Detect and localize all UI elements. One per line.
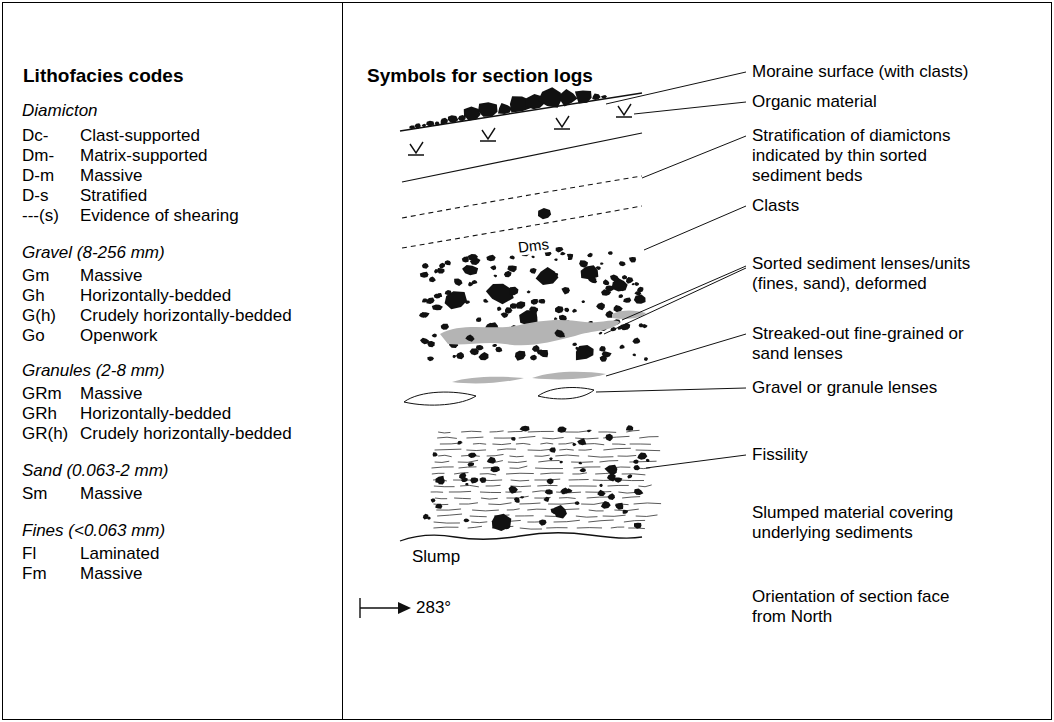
moraine-clast [601, 95, 607, 99]
slump-line [400, 533, 642, 541]
leader-line [604, 268, 746, 334]
code-description: Massive [80, 484, 142, 504]
symbol-description: Slumped material covering underlying sed… [752, 503, 978, 543]
lithofacies-code: Dc- [22, 126, 48, 146]
lithofacies-code: Fm [22, 564, 47, 584]
section-log-symbols [360, 72, 746, 618]
moraine-clast [560, 89, 577, 106]
symbol-description: Streaked-out fine-grained or sand lenses [752, 324, 978, 364]
moraine-clast [498, 103, 512, 114]
code-description: Matrix-supported [80, 146, 208, 166]
arrow-head [398, 602, 411, 614]
orientation-arrow [360, 598, 400, 618]
leader-line [642, 136, 746, 178]
streaked-lens [452, 377, 524, 384]
clast-unit [419, 247, 648, 362]
lithofacies-code: GRh [22, 404, 57, 424]
moraine-clast [426, 121, 434, 126]
moraine-surface [400, 93, 642, 131]
leader-line [634, 102, 746, 114]
symbol-description: Organic material [752, 92, 978, 112]
moraine-clast [448, 115, 458, 122]
category-heading: Granules (2-8 mm) [22, 361, 165, 381]
category-heading: Sand (0.063-2 mm) [22, 461, 168, 481]
code-description: Massive [80, 266, 142, 286]
moraine-clast [575, 91, 592, 104]
moraine-clast [478, 102, 497, 116]
symbol-description: Orientation of section face from North [752, 587, 978, 627]
panel-heading: Symbols for section logs [367, 65, 593, 87]
symbol-description: Stratification of diamictons indicated b… [752, 126, 978, 186]
fissile-unit [423, 425, 661, 531]
facies-tag: Dms [515, 236, 552, 256]
lithofacies-code: Dm- [22, 146, 54, 166]
lithofacies-code: Gm [22, 266, 49, 286]
symbol-description: Sorted sediment lenses/units (fines, san… [752, 254, 978, 294]
moraine-clast [422, 124, 426, 128]
leader-line [646, 455, 746, 468]
code-description: Clast-supported [80, 126, 200, 146]
symbol-description: Fissility [752, 445, 978, 465]
organic-symbol [408, 142, 424, 155]
code-description: Massive [80, 384, 142, 404]
leader-line [606, 72, 746, 104]
lithofacies-code: D-m [22, 166, 54, 186]
code-description: Crudely horizontally-bedded [80, 306, 292, 326]
leader-line [596, 388, 746, 392]
organic-symbol [480, 128, 496, 141]
gravel-lens [404, 392, 476, 405]
lithofacies-code: Fl [22, 544, 36, 564]
code-description: Horizontally-bedded [80, 286, 231, 306]
moraine-clast [538, 87, 561, 107]
lithofacies-code: Sm [22, 484, 48, 504]
lithofacies-code: D-s [22, 186, 48, 206]
category-heading: Diamicton [22, 101, 98, 121]
moraine-clast [592, 94, 601, 100]
lithofacies-code: Go [22, 326, 45, 346]
moraine-clast [435, 122, 440, 126]
category-heading: Gravel (8-256 mm) [22, 243, 165, 263]
lithofacies-code: GR(h) [22, 424, 68, 444]
organic-symbol [554, 116, 570, 129]
clast [538, 208, 551, 219]
leader-line [606, 334, 746, 376]
panel-heading: Lithofacies codes [23, 65, 184, 87]
bearing-value: 283° [416, 598, 451, 618]
moraine-clast [409, 125, 415, 129]
unit-boundary [402, 133, 642, 182]
lithofacies-code: Gh [22, 286, 45, 306]
stratification-line [402, 176, 642, 218]
symbol-description: Clasts [752, 196, 978, 216]
lithofacies-code: ---(s) [22, 206, 59, 226]
lithofacies-code: GRm [22, 384, 62, 404]
leader-line [644, 206, 746, 250]
code-description: Massive [80, 166, 142, 186]
code-description: Openwork [80, 326, 157, 346]
category-heading: Fines (<0.063 mm) [22, 521, 165, 541]
streaked-lens [532, 372, 606, 380]
lithofacies-code: G(h) [22, 306, 56, 326]
code-description: Evidence of shearing [80, 206, 239, 226]
code-description: Stratified [80, 186, 147, 206]
slump-tag: Slump [412, 547, 460, 567]
moraine-clast [441, 118, 448, 124]
moraine-clast [415, 123, 421, 128]
organic-symbol [616, 104, 632, 117]
sorted-lens [440, 320, 620, 345]
symbol-description: Moraine surface (with clasts) [752, 62, 978, 82]
code-description: Horizontally-bedded [80, 404, 231, 424]
code-description: Laminated [80, 544, 159, 564]
symbol-description: Gravel or granule lenses [752, 378, 978, 398]
gravel-lens [538, 388, 594, 399]
leader-line [622, 266, 746, 320]
code-description: Massive [80, 564, 142, 584]
moraine-clast [464, 107, 481, 121]
code-description: Crudely horizontally-bedded [80, 424, 292, 444]
